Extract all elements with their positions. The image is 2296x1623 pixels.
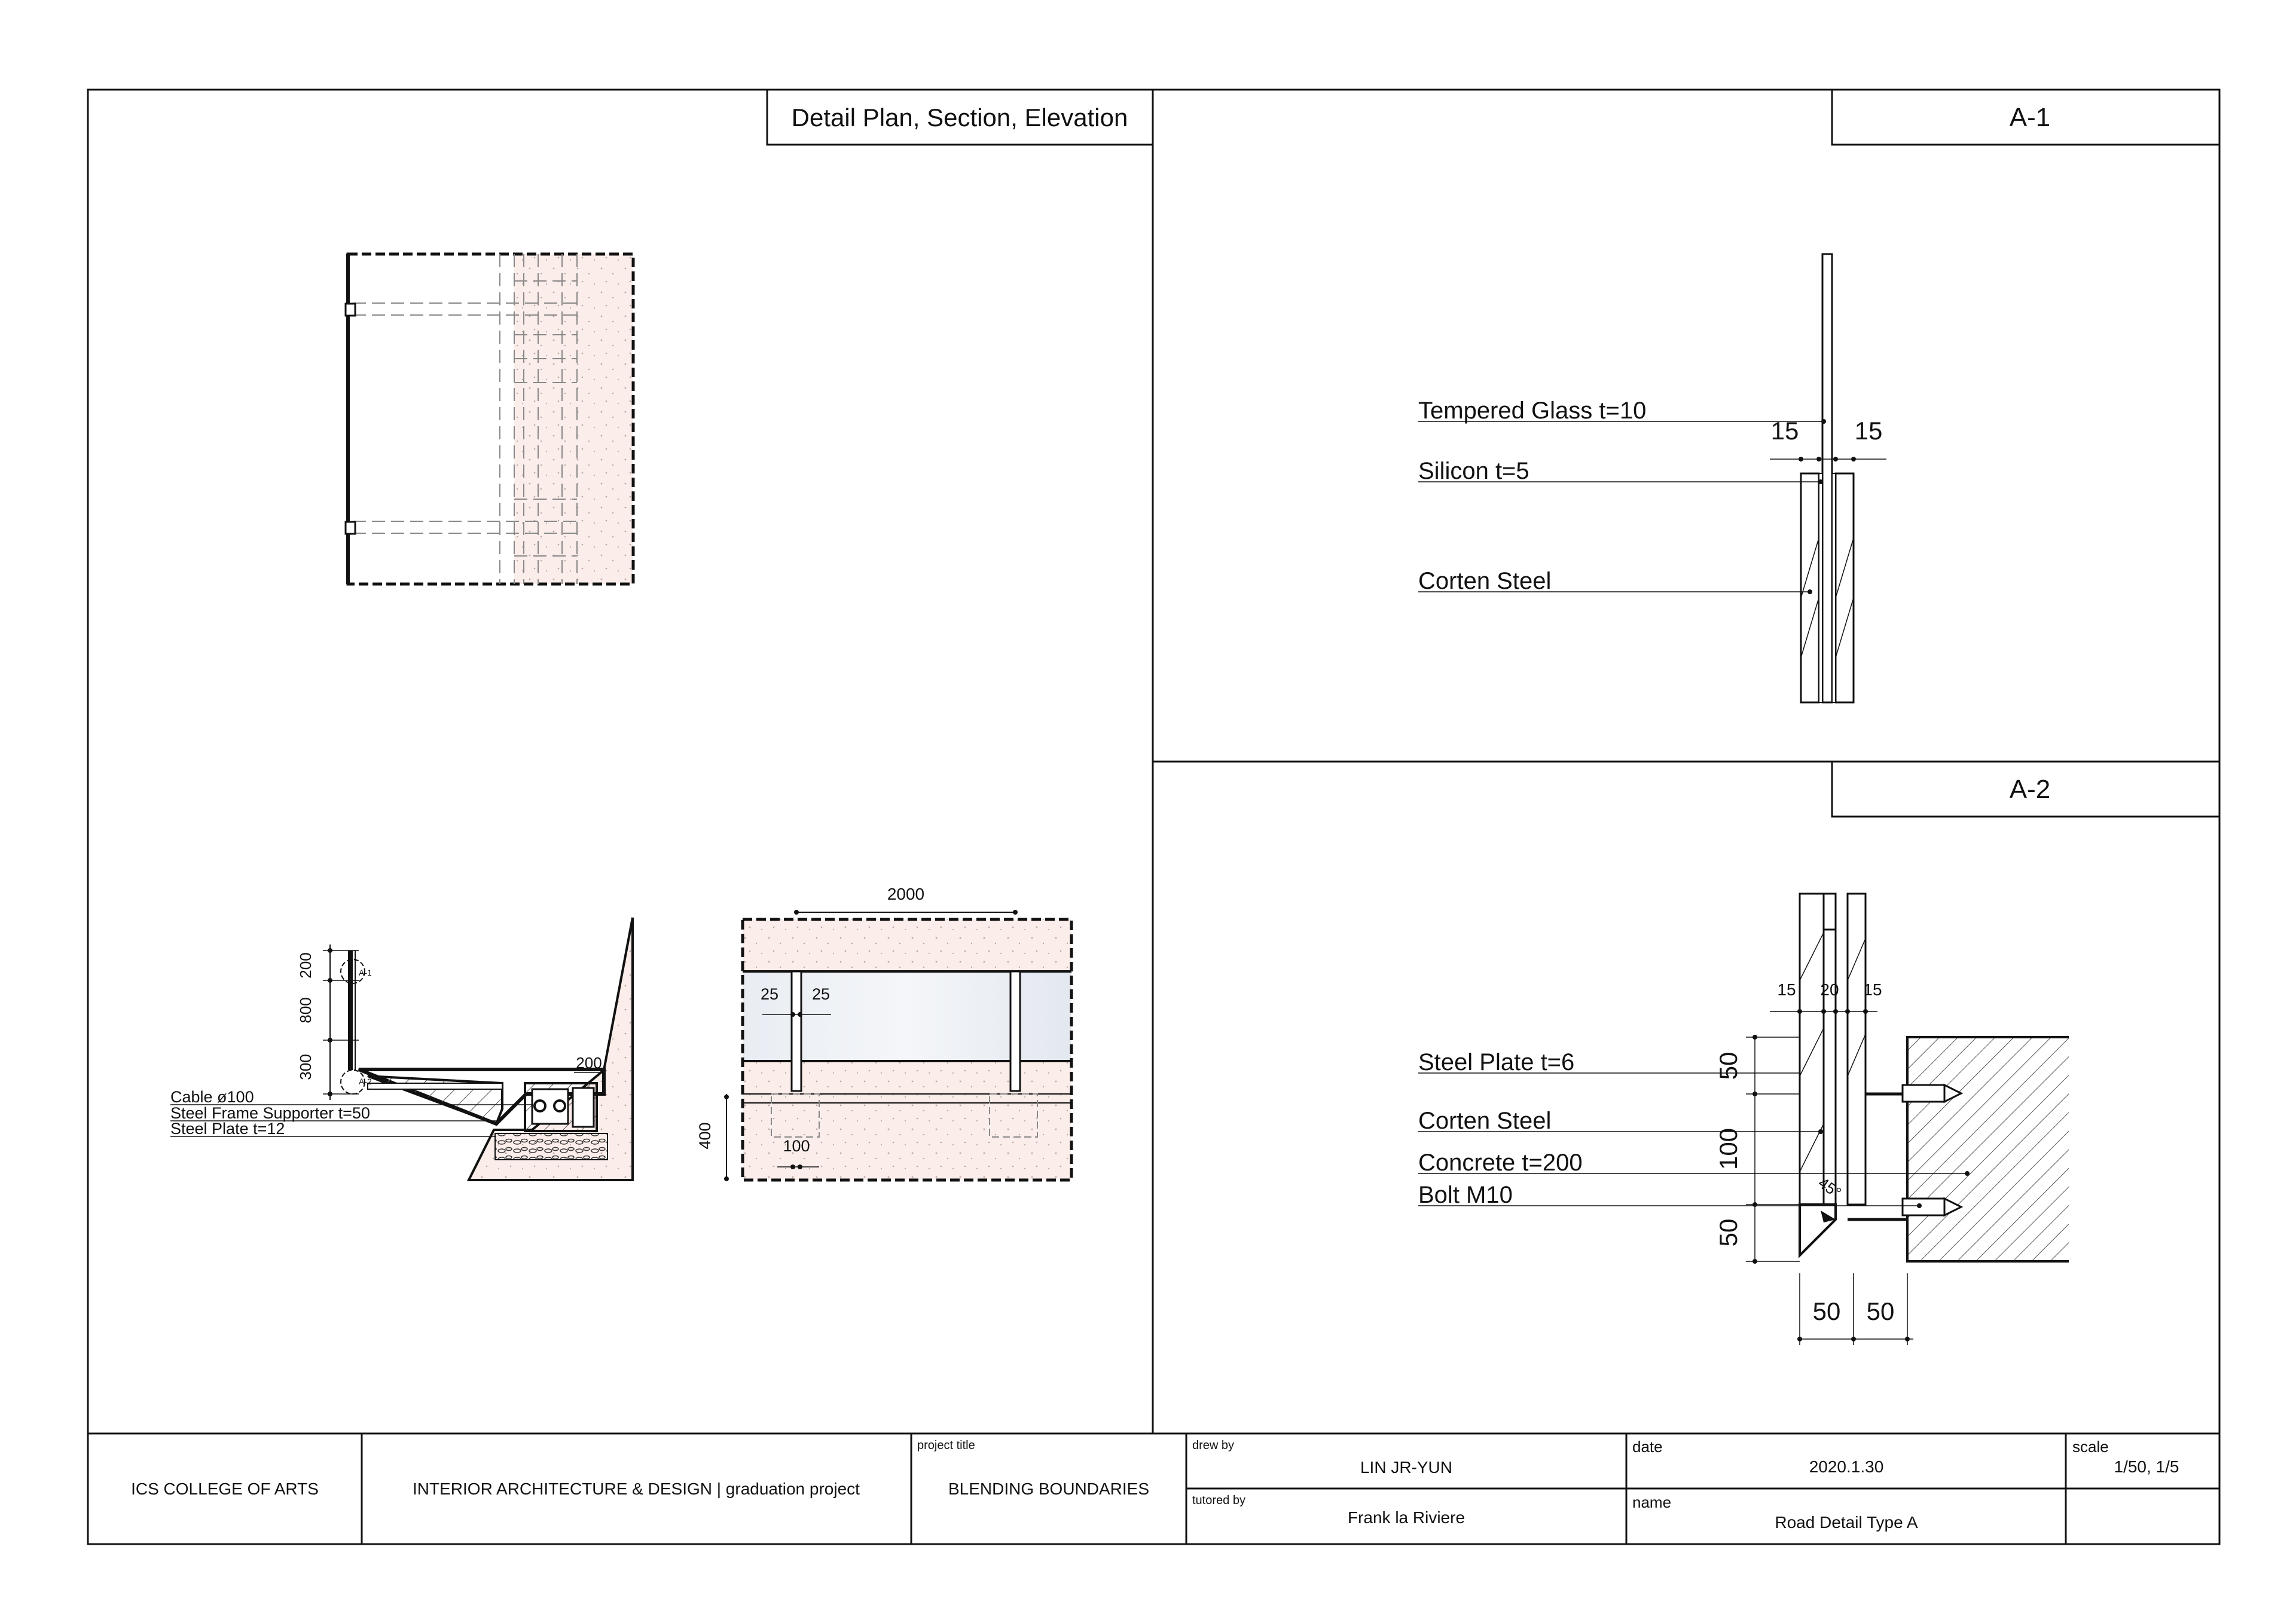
date-value: 2020.1.30 [1809,1457,1884,1476]
detail-a2-drawing: 15 20 15 50 100 50 50 50 45° [1418,893,2069,1345]
a2-dim-100: 100 [1714,1128,1742,1170]
scale-caption: scale [2072,1438,2109,1456]
callout-a2: A-2 [359,1077,372,1086]
a1-label-corten: Corten Steel [1418,568,1551,594]
label-frame-supporter: Steel Frame Supporter t=50 [170,1104,370,1122]
project-title-caption: project title [917,1439,975,1452]
callout-a1: A-1 [359,968,372,977]
detail-a1-title-box: A-1 [1831,88,2221,146]
a1-label-glass: Tempered Glass t=10 [1418,398,1646,424]
project-title: BLENDING BOUNDARIES [948,1480,1149,1498]
dim-200: 200 [297,952,315,978]
label-cable: Cable ø100 [170,1088,254,1106]
scale-value: 1/50, 1/5 [2114,1457,2179,1476]
dim-800: 800 [297,997,315,1023]
detail-a2-title: A-2 [2010,775,2050,804]
dim-2000: 2000 [887,885,924,903]
a2-label-concrete: Concrete t=200 [1418,1150,1583,1176]
school-name: ICS COLLEGE OF ARTS [131,1480,319,1498]
detail-a1-title: A-1 [2010,103,2050,132]
dim-400: 400 [696,1122,714,1149]
dim-100: 100 [783,1137,810,1155]
tutored-by: Frank la Riviere [1348,1508,1465,1527]
name-caption: name [1632,1493,1671,1511]
tutored-by-caption: tutored by [1192,1494,1245,1507]
a2-dim-15-right: 15 [1863,980,1882,999]
elevation-drawing: 2000 25 25 400 100 [696,885,1073,1182]
a2-dim-50-bottom: 50 [1714,1219,1742,1247]
drew-by: LIN JR-YUN [1360,1458,1452,1477]
drew-by-caption: drew by [1192,1439,1234,1452]
a2-dim-50-top: 50 [1714,1052,1742,1080]
a1-dim-15-left: 15 [1771,417,1799,445]
a2-dim-50-h-right: 50 [1867,1297,1895,1325]
drawing-name: Road Detail Type A [1775,1513,1918,1532]
a2-label-bolt: Bolt M10 [1418,1182,1513,1208]
main-title-box: Detail Plan, Section, Elevation [766,88,1154,146]
detail-a1-drawing: 15 15 Tempered Glass t=10 Silicon t=5 Co… [1418,253,1886,704]
detail-plan-drawing [344,252,635,586]
a2-label-plate: Steel Plate t=6 [1418,1049,1574,1075]
a2-dim-15-left: 15 [1777,980,1796,999]
a2-label-corten: Corten Steel [1418,1108,1551,1134]
program-name: INTERIOR ARCHITECTURE & DESIGN | graduat… [413,1480,860,1498]
a2-dim-50-h-left: 50 [1813,1297,1841,1325]
a1-label-silicon: Silicon t=5 [1418,458,1529,484]
title-block: ICS COLLEGE OF ARTS INTERIOR ARCHITECTUR… [131,1434,2219,1544]
a2-dim-20: 20 [1820,980,1839,999]
detail-a2-title-box: A-2 [1831,760,2221,818]
main-title: Detail Plan, Section, Elevation [792,103,1128,132]
dim-25-right: 25 [812,985,830,1003]
dim-200-right: 200 [576,1054,602,1072]
section-drawing: A-1 A-2 200 800 300 200 Cable ø100 Steel… [170,917,634,1181]
date-caption: date [1632,1438,1663,1456]
dim-300: 300 [297,1054,315,1080]
label-steel-plate: Steel Plate t=12 [170,1120,285,1138]
a1-dim-15-right: 15 [1855,417,1883,445]
dim-25-left: 25 [761,985,778,1003]
